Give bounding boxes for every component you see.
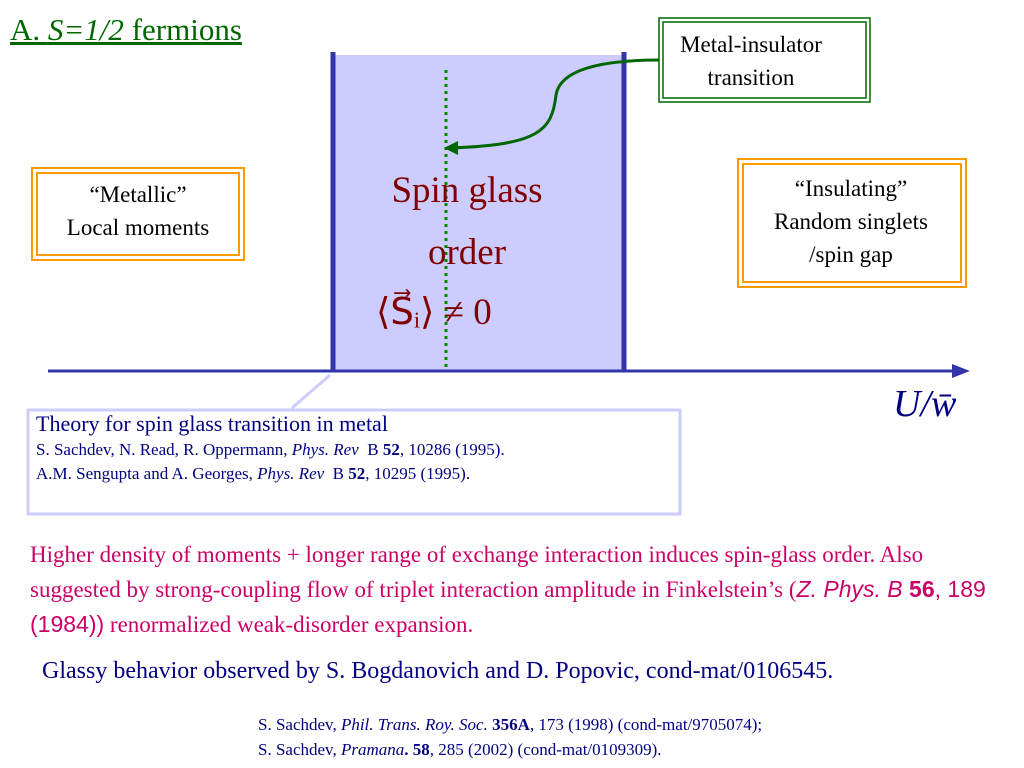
x-axis-arrowhead [952, 364, 970, 378]
theory-ref-1: S. Sachdev, N. Read, R. Oppermann, Phys.… [36, 440, 505, 459]
reference-1: S. Sachdev, Phil. Trans. Roy. Soc. 356A,… [258, 715, 763, 734]
slide-title: A. S=1/2 fermions [10, 12, 242, 47]
insulating-box-inner [742, 163, 962, 283]
metallic-box-outer [31, 167, 245, 261]
theory-heading: Theory for spin glass transition in meta… [36, 411, 388, 436]
theory-box-outer [26, 408, 682, 516]
mit-label-line1: Metal-insulator [680, 32, 822, 57]
theory-ref-2: A.M. Sengupta and A. Georges, Phys. Rev … [36, 464, 471, 483]
insulating-label-line1: “Insulating” [794, 176, 908, 201]
metallic-box-inner [36, 172, 240, 256]
insulating-label-line3: /spin gap [809, 242, 893, 267]
references: S. Sachdev, Phil. Trans. Roy. Soc. 356A,… [258, 712, 762, 762]
metallic-label-line1: “Metallic” [89, 182, 187, 207]
metallic-label: “Metallic” Local moments [40, 178, 236, 244]
theory-pointer [291, 373, 331, 410]
explanation-paragraph: Higher density of moments + longer range… [30, 542, 986, 637]
mit-label-line2: transition [707, 65, 795, 90]
spin-glass-label: Spin glass order [346, 160, 588, 284]
axis-label: U/w̄ [893, 383, 957, 425]
mit-label: Metal-insulator transition [663, 28, 839, 94]
spin-glass-line2: order [427, 232, 507, 273]
spin-glass-line1: Spin glass [391, 170, 543, 211]
insulating-label-line2: Random singlets [774, 209, 928, 234]
metallic-label-line2: Local moments [66, 215, 210, 240]
theory-box: Theory for spin glass transition in meta… [30, 410, 670, 486]
insulating-label: “Insulating” Random singlets /spin gap [745, 172, 957, 271]
spin-glass-region [333, 55, 624, 370]
reference-2: S. Sachdev, Pramana. 58, 285 (2002) (con… [258, 740, 662, 759]
mit-box-outer [658, 17, 871, 103]
order-parameter-formula: ⟨S⃗ᵢ⟩ ≠ 0 [376, 292, 492, 333]
glassy-behavior-line: Glassy behavior observed by S. Bogdanovi… [42, 658, 834, 684]
mit-arrowhead [444, 141, 458, 155]
mit-box-inner [662, 21, 867, 99]
mit-arrow [449, 58, 661, 150]
insulating-box-outer [737, 158, 967, 288]
